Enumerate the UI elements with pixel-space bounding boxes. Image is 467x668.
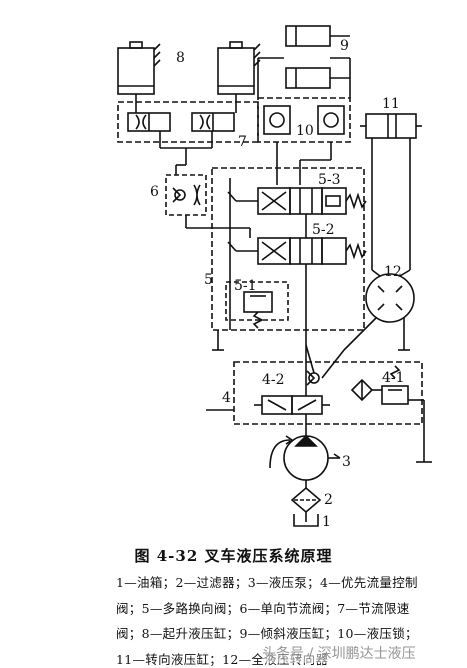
label-12: 12 [384,264,402,280]
label-10: 10 [296,123,314,139]
lift-cylinder-right [217,41,261,95]
label-6: 6 [150,184,159,200]
label-11: 11 [382,96,400,112]
flow-limit-valve-right [191,112,235,132]
lift-cylinder-left [117,41,161,95]
legend-line: 11—转向液压缸；12—全液压转向器 [116,652,329,667]
watermark: 头条号 / 深圳鹏达士液压 [262,643,416,663]
label-2: 2 [324,492,333,508]
steering-unit-12 [365,269,415,323]
spool-valve-4-2 [254,395,330,415]
flow-limit-valve-left [127,112,171,132]
legend-line: 阀；5—多路换向阀；6—单向节流阀；7—节流限速 [116,601,410,616]
one-way-throttle-valve-6 [165,174,207,216]
label-5-3: 5-3 [318,172,341,188]
legend-line: 1—油箱；2—过滤器；3—液压泵；4—优先流量控制 [116,575,418,590]
legend-line: 阀；8—起升液压缸；9—倾斜液压缸；10—液压锁； [116,626,418,641]
label-5-1: 5-1 [234,278,257,294]
priority-flow-valve-4 [233,361,423,425]
hydraulic-schematic: 8 9 11 7 10 6 5-3 5-2 5 12 5-1 4-2 4-1 4… [117,25,432,530]
oil-tank-1 [293,514,319,527]
label-4-2: 4-2 [262,372,285,388]
label-3: 3 [342,454,351,470]
tilt-cylinder-top [285,25,350,47]
spool-valve-5-2 [227,237,367,265]
label-5-2: 5-2 [312,222,335,238]
figure-caption: 图 4-32 叉车液压系统原理 [134,547,333,565]
hydraulic-lock-10 [257,97,351,143]
label-9: 9 [340,38,349,54]
spool-valve-5-3 [227,187,367,215]
multi-way-reversing-valve-5 [211,167,365,331]
label-5: 5 [204,272,213,288]
label-8: 8 [176,50,185,66]
label-7: 7 [238,134,247,150]
steering-cylinder-11 [360,113,422,139]
tilt-cylinder-bottom [285,67,350,89]
relief-valve-4-1 [381,365,409,405]
hydraulic-pump-3 [269,434,341,481]
label-4: 4 [222,390,231,406]
relief-valve-5-1 [225,281,289,329]
label-4-1: 4-1 [382,370,405,386]
label-1: 1 [322,514,331,530]
